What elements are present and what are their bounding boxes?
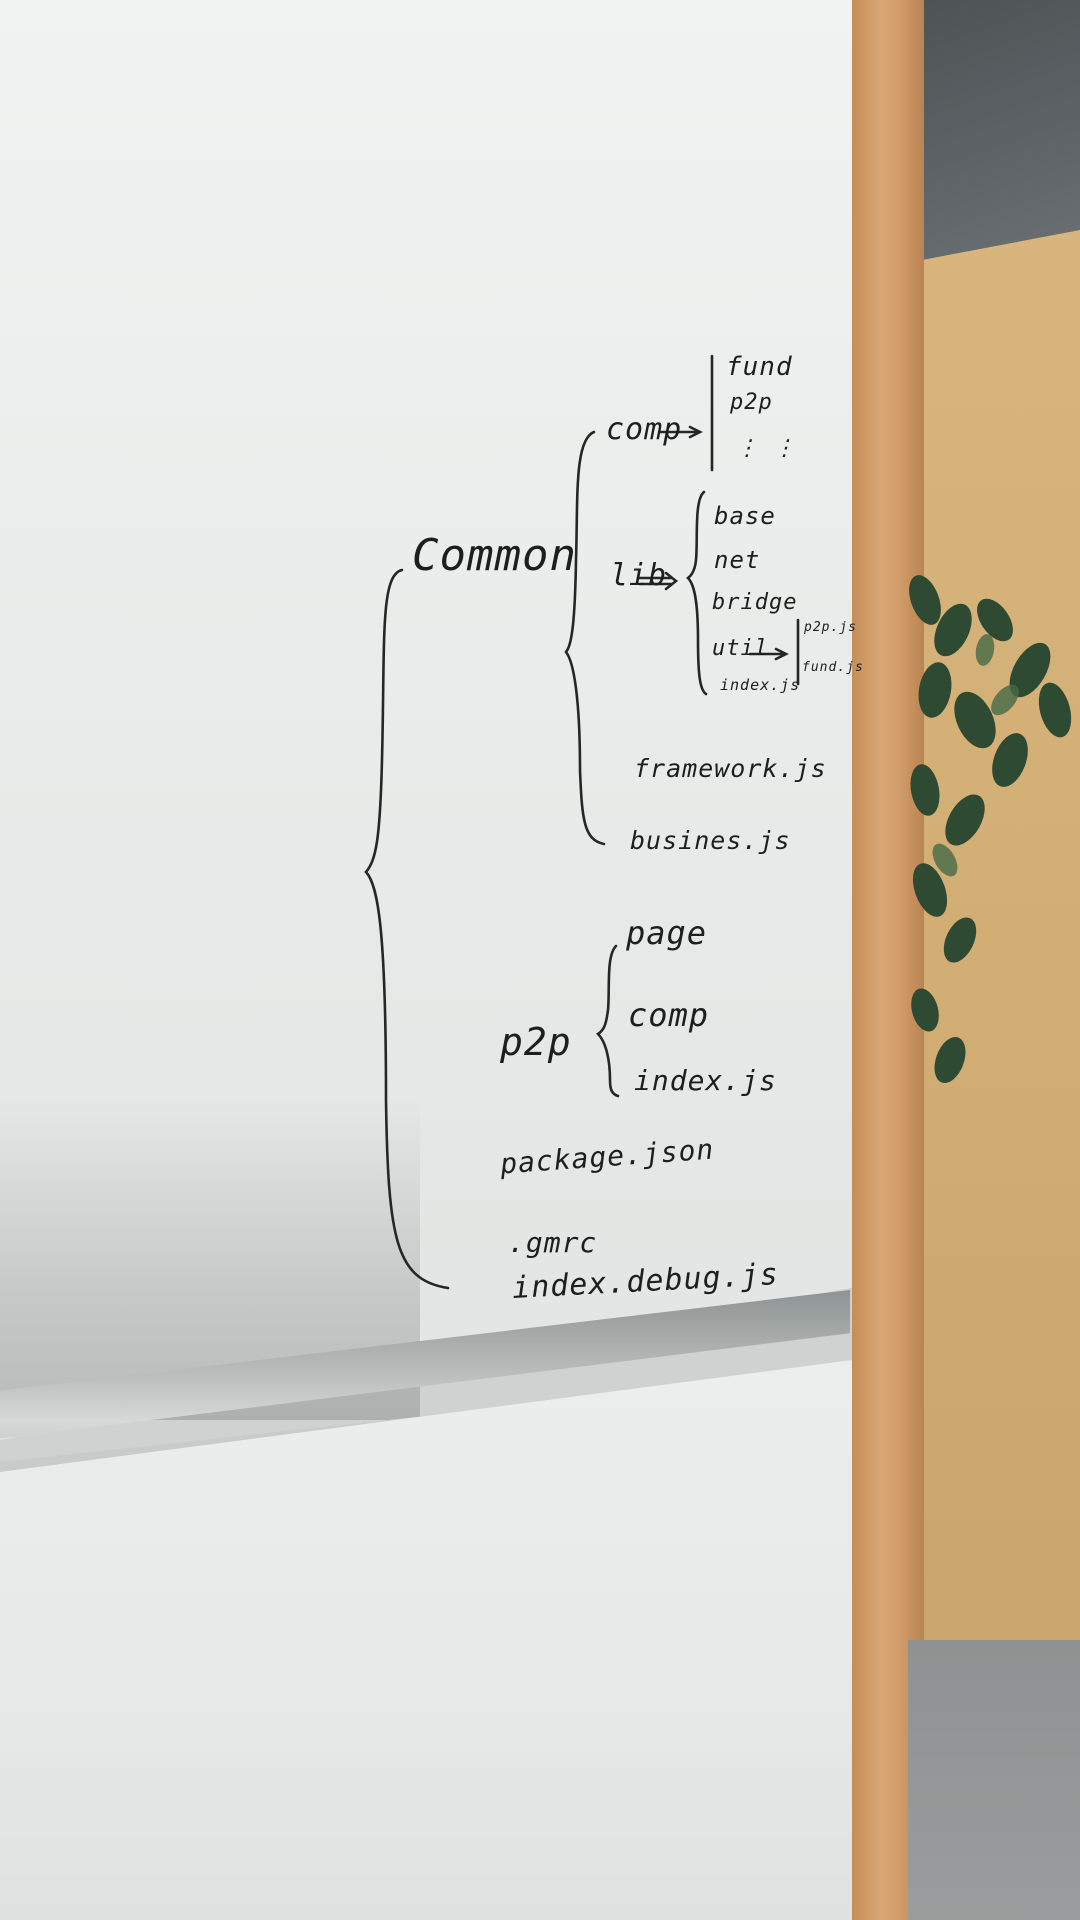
comp-arrow [658, 425, 703, 439]
p2p-item-index: index.js [634, 1064, 777, 1097]
whiteboard-upper-panel [0, 0, 862, 1440]
potted-plant [909, 575, 1072, 1084]
common-label: Common [412, 530, 577, 581]
p2p-brace [595, 944, 620, 1098]
comp-label: comp [606, 412, 683, 447]
ceiling [924, 0, 1080, 260]
wooden-post [852, 0, 924, 1920]
framework-file: framework.js [634, 754, 827, 783]
util-item-p2p: p2p.js [804, 620, 857, 635]
lib-item-index: index.js [720, 676, 801, 694]
comp-item-more: ⋮ ⋮ [736, 436, 797, 461]
gmrc-file: .gmrc [508, 1226, 598, 1259]
lib-brace [686, 490, 708, 696]
lib-item-base: base [714, 502, 776, 530]
lib-item-bridge: bridge [712, 590, 798, 615]
p2p-item-comp: comp [628, 996, 710, 1034]
lib-arrow [638, 571, 679, 591]
lib-item-net: net [714, 546, 761, 574]
root-brace [364, 568, 450, 1290]
concrete-floor [908, 1640, 1080, 1920]
comp-item-fund: fund [726, 352, 793, 382]
whiteboard-lower-panel [0, 1360, 852, 1920]
wooden-wall [924, 230, 1080, 1710]
p2p-label: p2p [500, 1020, 572, 1064]
lib-item-util: util [712, 636, 769, 661]
p2p-item-page: page [626, 914, 708, 952]
util-arrow [748, 647, 789, 661]
comp-item-p2p: p2p [730, 390, 773, 415]
common-brace [564, 430, 606, 846]
business-file: busines.js [630, 826, 791, 855]
util-item-fund: fund.js [802, 660, 864, 675]
lib-label: lib [610, 558, 668, 593]
